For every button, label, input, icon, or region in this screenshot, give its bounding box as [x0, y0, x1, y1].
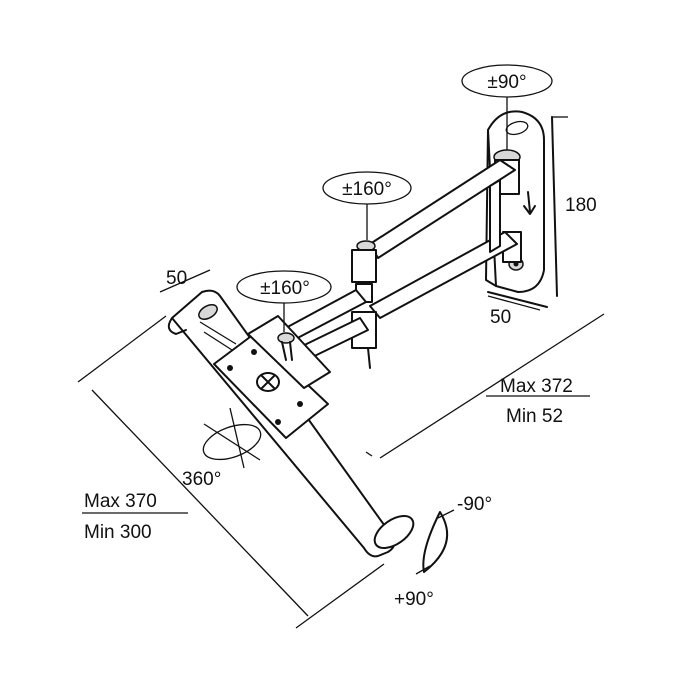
wall-depth-label: 50 [490, 307, 511, 328]
reach-max-label: Max 372 [500, 376, 573, 397]
upper-arm [369, 159, 518, 319]
rotation-label: 360° [182, 469, 221, 490]
upper-joint-label: ±160° [342, 179, 392, 200]
dimension-lines [77, 116, 605, 629]
tilt-negative-label: -90° [457, 494, 492, 515]
mounting-plate [213, 315, 331, 439]
tilt-positive-label: +90° [394, 589, 434, 610]
angle-callouts [236, 64, 553, 332]
screen-max-label: Max 370 [84, 491, 157, 512]
height-label: 180 [565, 195, 597, 216]
wall-rotation-label: ±90° [487, 72, 526, 93]
rotation-marker [202, 407, 262, 469]
lower-joint-label: ±160° [260, 278, 310, 299]
head-width-label: 50 [166, 268, 187, 289]
screen-min-label: Min 300 [84, 522, 152, 543]
tilt-arc [415, 509, 455, 575]
reach-min-label: Min 52 [506, 406, 563, 427]
